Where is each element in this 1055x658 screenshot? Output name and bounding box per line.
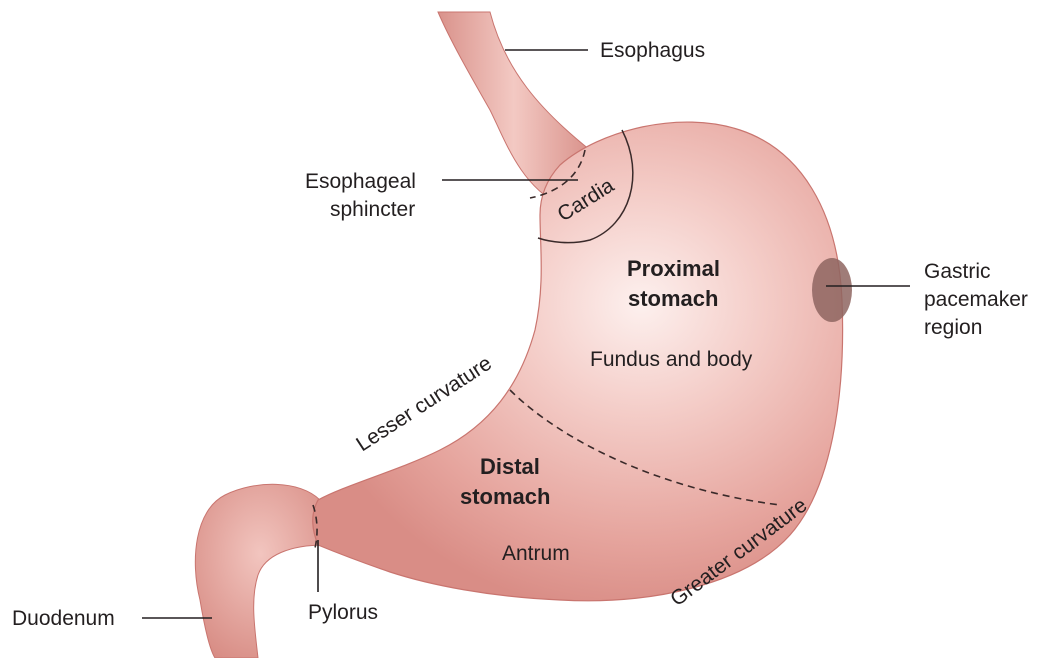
label-esophageal-sphincter-1: Esophageal xyxy=(305,170,416,193)
pacemaker-region xyxy=(812,258,852,322)
label-distal-1: Distal xyxy=(480,454,540,479)
label-gastric-3: region xyxy=(924,316,982,339)
duodenum xyxy=(195,484,325,658)
label-distal-2: stomach xyxy=(460,484,550,509)
label-esophagus: Esophagus xyxy=(600,39,705,62)
label-antrum: Antrum xyxy=(502,542,570,565)
label-gastric-1: Gastric xyxy=(924,260,991,283)
label-pylorus: Pylorus xyxy=(308,601,378,624)
label-fundus-body: Fundus and body xyxy=(590,348,753,371)
label-duodenum: Duodenum xyxy=(12,607,115,630)
label-gastric-2: pacemaker xyxy=(924,288,1028,311)
label-proximal-2: stomach xyxy=(628,286,718,311)
label-esophageal-sphincter-2: sphincter xyxy=(330,198,415,221)
label-proximal-1: Proximal xyxy=(627,256,720,281)
